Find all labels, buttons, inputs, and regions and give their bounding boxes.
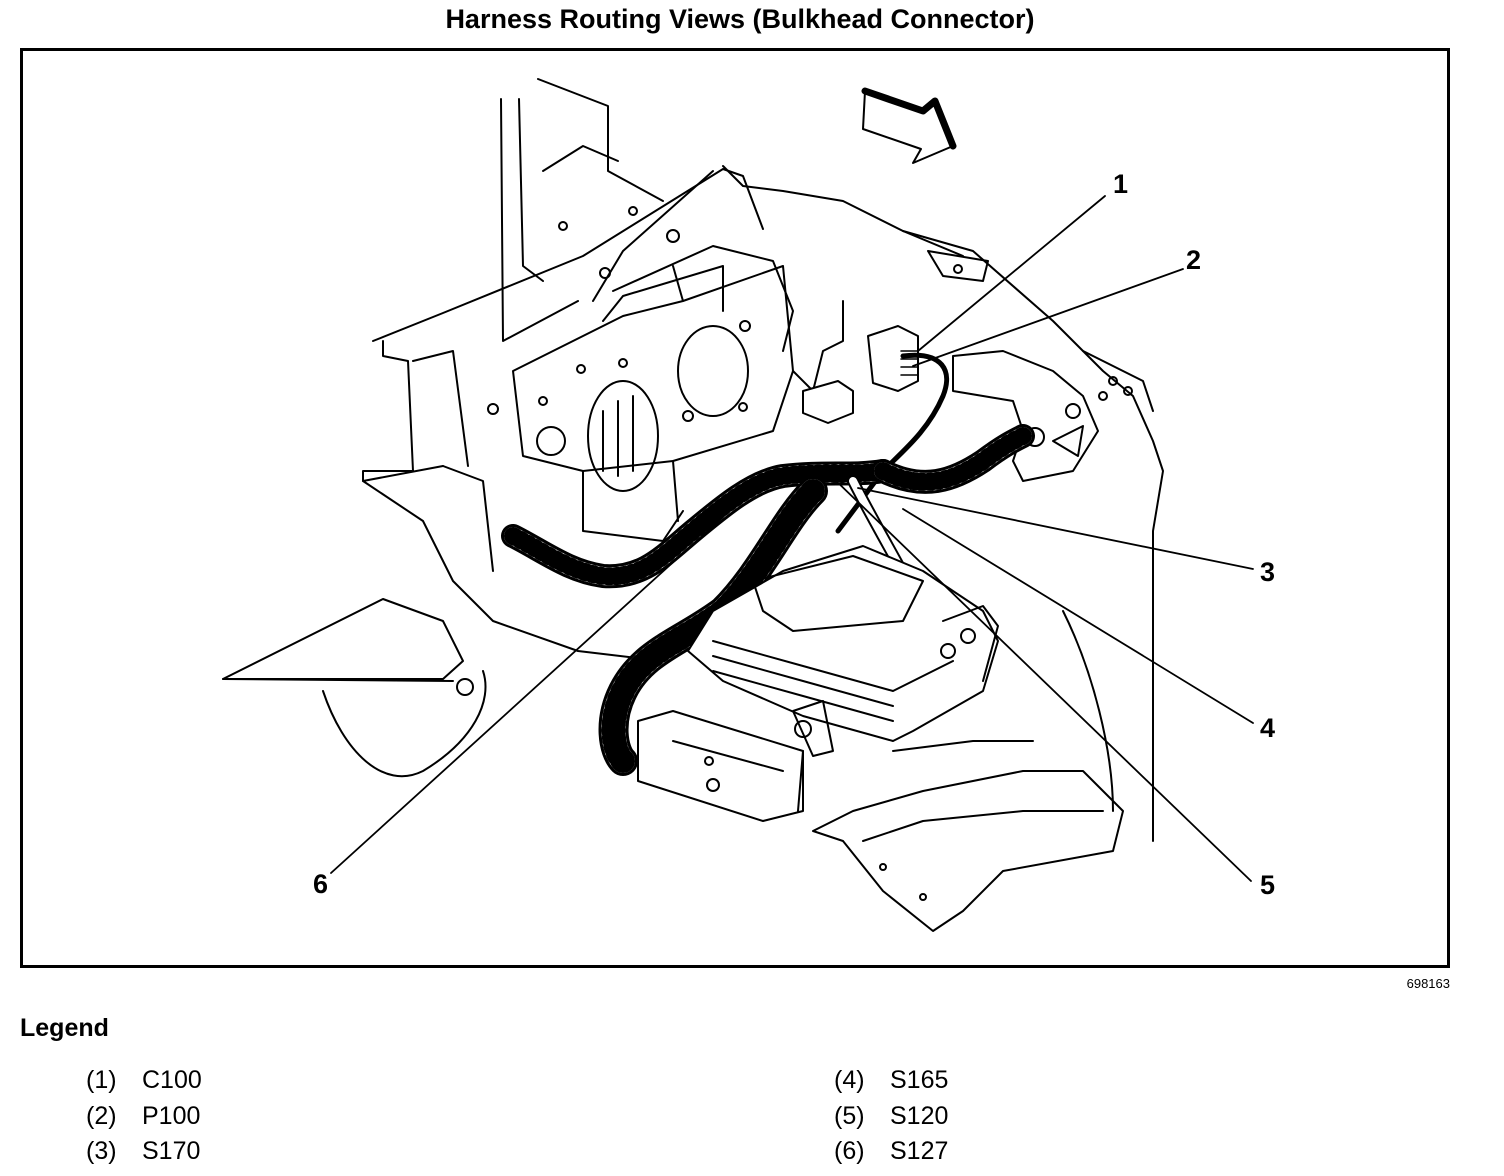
callout-leaders <box>330 195 1254 882</box>
mounting-bracket <box>952 350 1099 482</box>
legend-heading: Legend <box>20 1014 109 1042</box>
harness-illustration: 1 2 3 4 5 6 <box>222 78 1275 932</box>
callout-6: 6 <box>313 869 328 899</box>
diagram-title: Harness Routing Views (Bulkhead Connecto… <box>445 4 1035 34</box>
legend-item: (2) P100 <box>86 1102 200 1131</box>
legend-item: (5) S120 <box>834 1102 948 1131</box>
fender-right <box>812 230 1164 932</box>
legend-item-label: S127 <box>890 1137 949 1165</box>
pcm-module <box>687 545 999 742</box>
callout-4: 4 <box>1260 713 1275 743</box>
callout-3: 3 <box>1260 557 1275 587</box>
legend-item: (1) C100 <box>86 1066 202 1095</box>
legend-item-number: (4) <box>834 1066 865 1094</box>
legend-item-label: P100 <box>142 1102 201 1130</box>
legend-item-number: (1) <box>86 1066 117 1094</box>
legend-item-number: (5) <box>834 1102 865 1130</box>
legend-item-number: (2) <box>86 1102 117 1130</box>
figure-number: 698163 <box>1406 976 1450 991</box>
callout-1: 1 <box>1113 169 1128 199</box>
legend-item: (4) S165 <box>834 1066 948 1095</box>
legend-item-number: (6) <box>834 1137 865 1165</box>
legend-item-label: S120 <box>890 1102 949 1130</box>
legend-item-label: C100 <box>142 1066 202 1094</box>
bulkhead-panel <box>512 165 964 542</box>
pcm-connector-block <box>637 700 834 822</box>
legend-item-number: (3) <box>86 1137 117 1165</box>
legend-item: (3) S170 <box>86 1137 200 1166</box>
legend-item-label: S170 <box>142 1137 201 1165</box>
bulkhead-connector-c100 <box>867 325 919 392</box>
legend-item-label: S165 <box>890 1066 949 1094</box>
callout-2: 2 <box>1186 245 1201 275</box>
front-arrow-icon <box>861 87 957 164</box>
diagram-frame: 1 2 3 4 5 6 <box>20 48 1450 968</box>
callout-5: 5 <box>1260 870 1275 900</box>
body-panel-left <box>222 78 764 778</box>
connector-p100 <box>802 380 854 424</box>
legend-item: (6) S127 <box>834 1137 948 1166</box>
